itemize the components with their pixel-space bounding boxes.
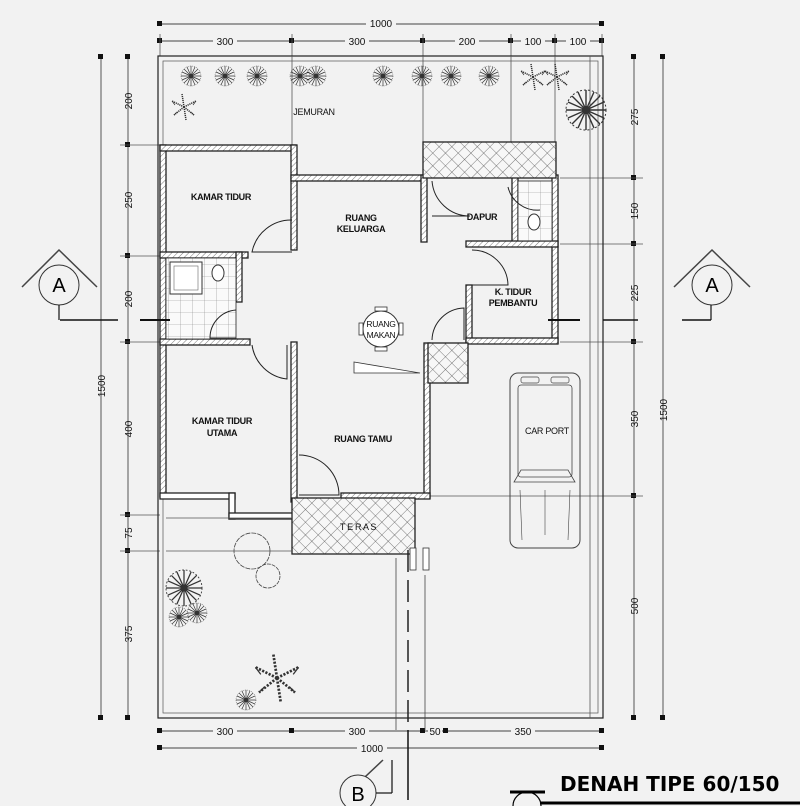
tiled-areas [165, 141, 557, 555]
dim-right-1: 150 [630, 202, 641, 219]
dimension-bottom: 300 300 50 350 1000 [157, 725, 604, 755]
section-cut-line [60, 319, 711, 800]
room-labels: JEMURAN KAMAR TIDUR RUANG KELUARGA DAPUR… [191, 107, 570, 532]
label-k-tidur-pembantu-2: PEMBANTU [489, 298, 538, 308]
door-side [431, 307, 465, 341]
dim-right-4: 500 [630, 597, 641, 614]
dimension-top: 1000 300 300 200 100 100 [157, 17, 604, 56]
dim-left-5: 375 [124, 625, 135, 642]
label-jemuran: JEMURAN [293, 107, 334, 117]
label-ruang-keluarga-2: KELUARGA [337, 224, 386, 234]
dim-bottom-0: 300 [217, 727, 234, 738]
dim-bottom-2: 50 [429, 727, 441, 738]
dim-bottom-1: 300 [349, 727, 366, 738]
label-kamar-tidur: KAMAR TIDUR [191, 192, 252, 202]
svg-text:A: A [52, 275, 66, 297]
front-gate [166, 517, 430, 730]
label-ruang-makan-1: RUANG [366, 319, 395, 329]
doors [209, 180, 541, 496]
dim-right-2: 225 [630, 284, 641, 301]
car-icon [509, 372, 581, 549]
dim-left-3: 400 [124, 420, 135, 437]
section-marker-bottom: B [339, 759, 393, 806]
section-marker-right: A [673, 248, 751, 320]
dim-left-0: 200 [124, 92, 135, 109]
label-ruang-tamu: RUANG TAMU [334, 434, 392, 444]
squat-toilet-icon [211, 264, 225, 282]
dim-right-0: 275 [630, 108, 641, 125]
carport-column-tile [427, 342, 469, 384]
squat-toilet-icon [527, 213, 541, 231]
title-text: DENAH TIPE 60/150 [560, 772, 779, 796]
dining-table [358, 306, 404, 352]
dim-top-total: 1000 [370, 19, 393, 30]
label-k-tidur-pembantu-1: K. TIDUR [495, 287, 532, 297]
teras-floor [291, 497, 416, 555]
kitchen-counter [422, 141, 557, 179]
dim-top-3: 100 [525, 37, 542, 48]
label-kamar-tidur-utama-1: KAMAR TIDUR [192, 416, 253, 426]
dim-top-2: 200 [459, 37, 476, 48]
dim-top-1: 300 [349, 37, 366, 48]
door-dapur [431, 180, 471, 217]
label-ruang-makan-2: MAKAN [367, 330, 396, 340]
door-bathroom [209, 309, 237, 339]
dim-left-1: 250 [124, 191, 135, 208]
dim-bottom-total: 1000 [361, 744, 384, 755]
door-kamar-tidur [251, 219, 293, 253]
label-car-port: CAR PORT [525, 426, 570, 436]
dimension-left: 200 250 200 400 75 375 1500 [97, 54, 160, 720]
bathroom-fixtures [169, 213, 541, 295]
dim-left-2: 200 [124, 290, 135, 307]
svg-text:B: B [351, 784, 364, 806]
svg-text:A: A [705, 275, 719, 297]
label-dapur: DAPUR [467, 212, 498, 222]
service-bath-floor [517, 180, 553, 242]
dim-right-total: 1500 [659, 398, 670, 421]
dim-top-0: 300 [217, 37, 234, 48]
drawing-title: DENAH TIPE 60/150 [510, 772, 800, 806]
dim-left-4: 75 [124, 527, 135, 539]
label-ruang-keluarga-1: RUANG [345, 213, 377, 223]
left-dim-labels: 200 250 200 400 75 375 1500 [97, 92, 135, 642]
dimension-right: 275 150 225 350 500 1500 [430, 54, 670, 720]
stair-ramp [353, 361, 421, 374]
label-kamar-tidur-utama-2: UTAMA [207, 428, 238, 438]
section-marker-left: A [21, 248, 98, 320]
door-kamar-mandi-pembantu [507, 186, 541, 211]
dim-bottom-3: 350 [515, 727, 532, 738]
dim-top-4: 100 [570, 37, 587, 48]
dim-right-3: 350 [630, 410, 641, 427]
door-kamar-utama [251, 344, 288, 380]
door-ruang-tamu [298, 454, 340, 496]
door-k-tidur-pembantu [471, 249, 509, 286]
label-teras: T E R A S [340, 522, 376, 532]
dim-left-total: 1500 [97, 374, 108, 397]
